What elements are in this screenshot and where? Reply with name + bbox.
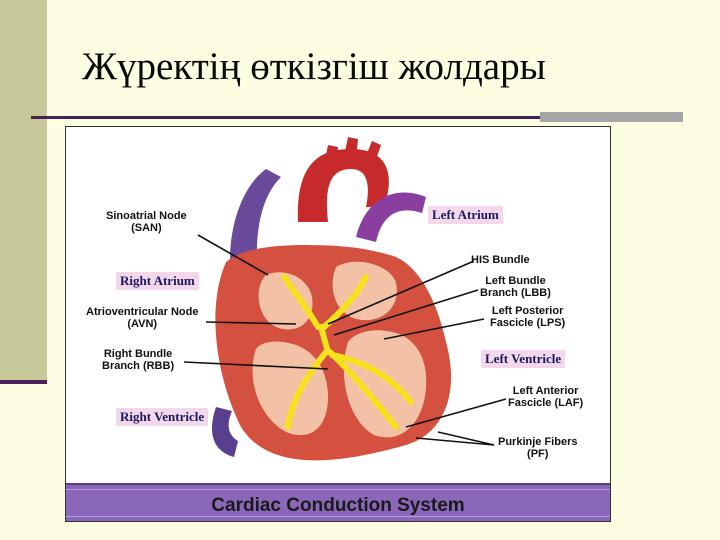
- aorta-branch: [344, 137, 358, 159]
- figure-caption: Cardiac Conduction System: [211, 495, 465, 516]
- label-his-bundle: HIS Bundle: [471, 254, 530, 266]
- heart-diagram-frame: Left Atrium Right Atrium Left Ventricle …: [65, 126, 611, 522]
- title-rule-accent: [540, 112, 683, 122]
- leader-line: [333, 289, 479, 336]
- label-purkinje-fibers: Purkinje Fibers(PF): [498, 436, 578, 460]
- leader-line: [205, 321, 297, 325]
- leader-line: [183, 361, 329, 370]
- slide-title: Жүректің өткізгіш жолдары: [82, 45, 546, 88]
- conduction-path: [318, 324, 331, 355]
- aorta-branch: [324, 145, 338, 167]
- leader-line: [383, 318, 485, 340]
- aorta-branch: [364, 141, 381, 165]
- right-ventricle-chamber: [252, 341, 328, 436]
- caption-band: Cardiac Conduction System: [66, 483, 610, 521]
- leader-line: [327, 260, 475, 325]
- pulmonary-artery: [356, 192, 426, 242]
- slide-side-accent: [0, 380, 47, 384]
- label-left-ventricle: Left Ventricle: [481, 350, 566, 368]
- title-rule: [31, 116, 541, 119]
- conduction-path: [281, 274, 321, 330]
- aorta-arch: [297, 149, 389, 222]
- leader-line: [197, 234, 269, 276]
- leader-line: [405, 398, 507, 428]
- leader-line: [415, 437, 495, 446]
- superior-vena-cava: [230, 169, 281, 277]
- conduction-path: [329, 352, 414, 405]
- left-ventricle-chamber: [343, 330, 427, 438]
- inferior-vena-cava: [212, 407, 238, 457]
- label-right-ventricle: Right Ventricle: [116, 408, 209, 426]
- heart-illustration: [183, 137, 507, 461]
- conduction-path: [321, 274, 369, 330]
- conduction-path: [327, 349, 399, 430]
- label-left-atrium: Left Atrium: [428, 206, 503, 224]
- slide-side-bar: [0, 0, 47, 382]
- label-right-atrium: Right Atrium: [116, 272, 199, 290]
- label-san: Sinoatrial Node(SAN): [106, 210, 187, 234]
- leader-line: [437, 431, 495, 446]
- right-atrium-chamber: [258, 272, 313, 330]
- conduction-path: [285, 349, 329, 430]
- label-avn: Atrioventricular Node(AVN): [86, 306, 199, 330]
